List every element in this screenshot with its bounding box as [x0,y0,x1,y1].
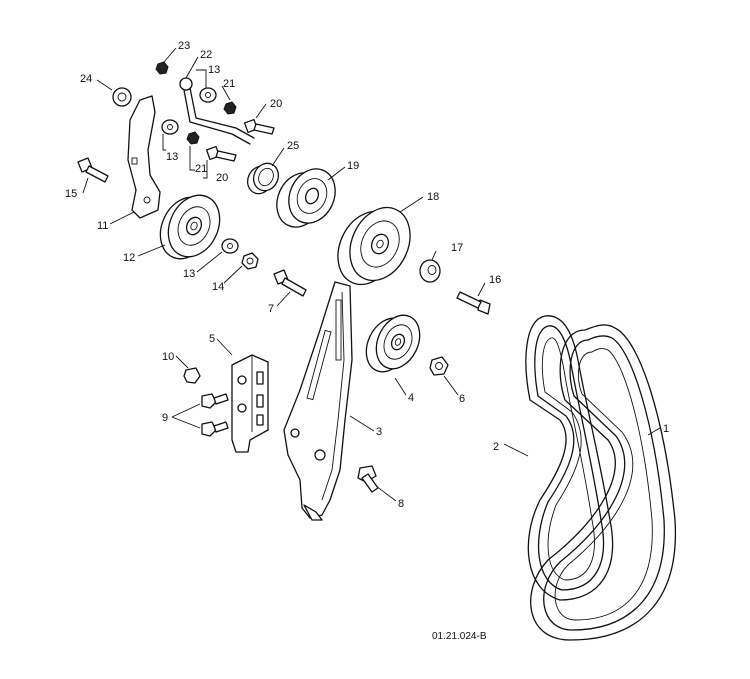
label-6: 6 [459,393,465,405]
label-24: 24 [80,73,92,85]
label-13b: 13 [166,151,178,163]
drawing-code: 01.21.024-B [432,631,487,642]
pulley-19 [276,168,336,228]
label-18: 18 [427,191,439,203]
label-17: 17 [451,242,463,254]
label-4: 4 [408,392,414,404]
pulley-4 [365,314,421,373]
label-13c: 13 [183,268,195,280]
leader-lines [82,47,661,502]
belt-1 [530,324,677,641]
label-10: 10 [162,351,174,363]
rod-22 [179,77,255,145]
label-21a: 21 [223,78,235,90]
label-21b: 21 [195,163,207,175]
label-5: 5 [209,333,215,345]
label-20b: 20 [216,172,228,184]
pulley-18 [337,206,411,286]
label-7: 7 [268,303,274,315]
label-3: 3 [376,426,382,438]
label-11: 11 [97,220,108,232]
bracket-5 [231,354,269,453]
label-25: 25 [287,140,299,152]
belt-2 [525,315,614,601]
label-12: 12 [123,252,135,264]
label-2: 2 [493,441,499,453]
spacer-25 [246,162,280,195]
label-23: 23 [178,40,190,52]
label-13a: 13 [208,64,220,76]
idler-arm-3 [283,281,353,521]
label-15: 15 [65,188,77,200]
label-19: 19 [347,160,359,172]
bracket-11 [127,95,161,219]
label-20a: 20 [270,98,282,110]
label-16: 16 [489,274,501,286]
callout-numbers: 1 2 3 4 5 6 7 8 9 10 11 12 13 13 13 14 1… [65,40,669,642]
label-1: 1 [663,423,669,435]
pulley-12 [159,194,221,260]
label-8: 8 [398,498,404,510]
fasteners [77,61,491,493]
label-22: 22 [200,49,212,61]
label-14: 14 [212,281,224,293]
label-9: 9 [162,412,168,424]
